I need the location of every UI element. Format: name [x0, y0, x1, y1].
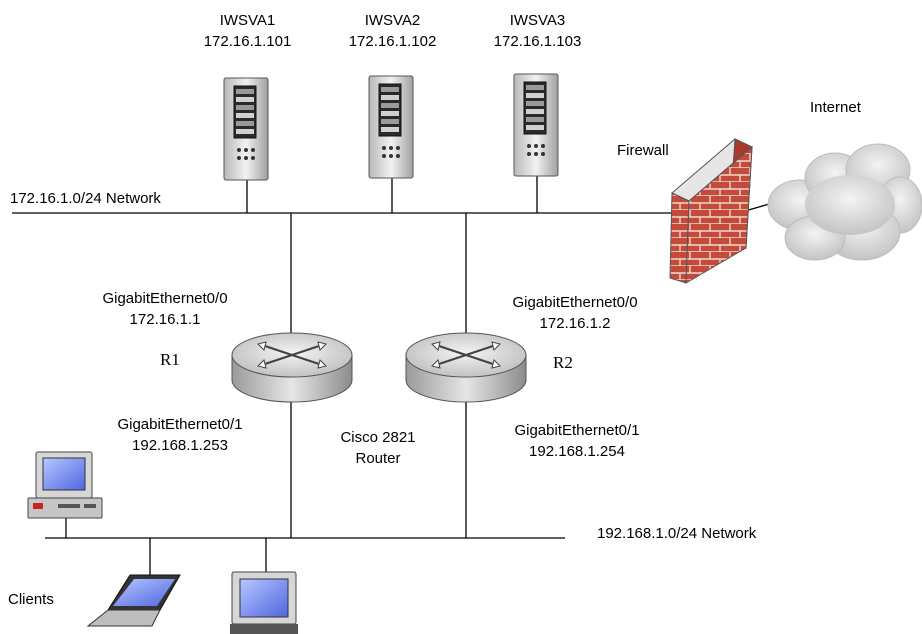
- firewall-label: Firewall: [617, 142, 669, 159]
- r2-g00-label: GigabitEthernet0/0 172.16.1.2: [490, 292, 660, 334]
- r2-g00-ip: 172.16.1.2: [539, 315, 611, 332]
- top-network-label: 172.16.1.0/24 Network: [10, 190, 161, 207]
- server-icon-iwsva3: [513, 73, 559, 177]
- r1-g00-interface: GigabitEthernet0/0: [102, 290, 228, 307]
- r2-g01-ip: 192.168.1.254: [529, 443, 625, 460]
- iwsva1-name: IWSVA1: [219, 12, 276, 29]
- desktop-computer-icon: [27, 451, 103, 519]
- r2-g01-interface: GigabitEthernet0/1: [514, 422, 640, 439]
- iwsva3-label: IWSVA3 172.16.1.103: [470, 10, 605, 52]
- iwsva2-name: IWSVA2: [364, 12, 421, 29]
- router-model-line1: Cisco 2821: [340, 429, 416, 446]
- r1-g00-label: GigabitEthernet0/0 172.16.1.1: [80, 288, 250, 330]
- r1-name: R1: [160, 350, 180, 369]
- r1-g00-ip: 172.16.1.1: [129, 311, 201, 328]
- clients-label: Clients: [8, 591, 54, 608]
- cabling: [12, 176, 777, 582]
- server-icon-iwsva1: [223, 77, 269, 181]
- router-icon-r1: [231, 332, 353, 403]
- internet-label: Internet: [810, 99, 861, 116]
- server-icon-iwsva2: [368, 75, 414, 179]
- monitor-computer-icon: [230, 571, 298, 634]
- firewall-icon: [669, 138, 753, 284]
- internet-cloud-icon: [767, 143, 922, 261]
- router-icon-r2: [405, 332, 527, 403]
- r2-g00-interface: GigabitEthernet0/0: [512, 294, 638, 311]
- bottom-network-label: 192.168.1.0/24 Network: [597, 525, 757, 542]
- laptop-computer-icon: [86, 574, 181, 627]
- r2-name: R2: [553, 353, 573, 372]
- router-model-line2: Router: [355, 450, 401, 467]
- iwsva1-ip: 172.16.1.101: [203, 33, 292, 50]
- iwsva2-label: IWSVA2 172.16.1.102: [325, 10, 460, 52]
- r2-g01-label: GigabitEthernet0/1 192.168.1.254: [492, 420, 662, 462]
- r1-g01-ip: 192.168.1.253: [132, 437, 228, 454]
- iwsva3-ip: 172.16.1.103: [493, 33, 582, 50]
- iwsva2-ip: 172.16.1.102: [348, 33, 437, 50]
- iwsva3-name: IWSVA3: [509, 12, 566, 29]
- r1-g01-label: GigabitEthernet0/1 192.168.1.253: [95, 414, 265, 456]
- iwsva1-label: IWSVA1 172.16.1.101: [180, 10, 315, 52]
- r1-g01-interface: GigabitEthernet0/1: [117, 416, 243, 433]
- router-model-label: Cisco 2821 Router: [318, 427, 438, 469]
